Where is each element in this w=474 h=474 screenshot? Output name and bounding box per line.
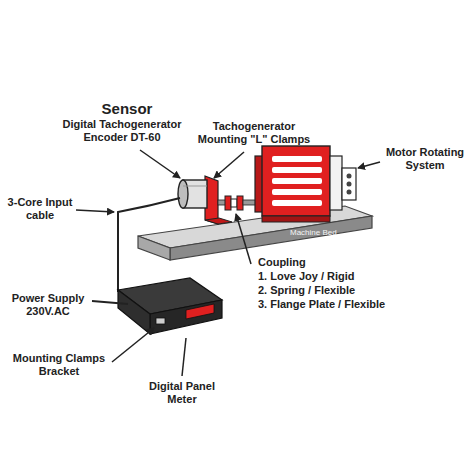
leader-arrow [140, 150, 180, 178]
l-clamp-foot [205, 218, 232, 224]
sensor-end-cap [178, 180, 188, 208]
three-core-cable [118, 198, 180, 292]
motor-shaft [243, 200, 256, 205]
cooling-slot [272, 189, 322, 195]
cooling-slot [272, 156, 322, 162]
panel-meter-side [118, 290, 150, 334]
power-cable [92, 301, 128, 304]
leader-arrow [112, 328, 154, 362]
bracket-label: Mounting Clamps Bracket [8, 352, 110, 378]
cooling-slot [272, 167, 322, 173]
sensor-shine [183, 186, 207, 187]
machine-bed-side [138, 236, 170, 260]
leader-line [182, 338, 186, 376]
bed-label: Machine Bed [290, 228, 350, 238]
motor-feet [262, 216, 330, 222]
coupling-flange [237, 196, 243, 210]
power-supply-label: Power Supply 230V.AC [6, 292, 90, 318]
meter-display [186, 304, 214, 319]
coupling-spider [231, 199, 237, 207]
leader-arrow [236, 214, 251, 264]
coupling-option: 2. Spring / Flexible [258, 284, 428, 297]
motor-body [262, 146, 330, 216]
clamp-label: Tachogenerator Mounting "L" Clamps [192, 120, 316, 146]
sensor-title: Sensor [92, 100, 162, 118]
coupling-option: 3. Flange Plate / Flexible [258, 298, 438, 311]
leader-arrow [358, 162, 380, 168]
leader-arrow [214, 152, 244, 178]
coupling-option: 1. Love Joy / Rigid [258, 270, 428, 283]
motor-cooling-slots [272, 156, 322, 206]
sensor-model-label: Digital Tachogenerator Encoder DT-60 [56, 118, 188, 144]
motor-label: Motor Rotating System [380, 146, 470, 172]
mounting-bracket [156, 318, 165, 324]
panel-meter-front [150, 300, 222, 334]
coupling-title: Coupling [258, 256, 378, 269]
motor-rear-cap [330, 156, 342, 210]
terminal [347, 190, 352, 195]
cable-label: 3-Core Input cable [6, 196, 74, 222]
panel-meter-label: Digital Panel Meter [140, 380, 224, 406]
cooling-slot [272, 178, 322, 184]
motor-terminal-box [342, 168, 356, 200]
terminal [347, 182, 352, 187]
cooling-slot [272, 200, 322, 206]
coupling-flange [225, 196, 231, 210]
machine-bed-front [170, 216, 372, 260]
leader-arrow [76, 210, 114, 212]
terminal [347, 174, 352, 179]
